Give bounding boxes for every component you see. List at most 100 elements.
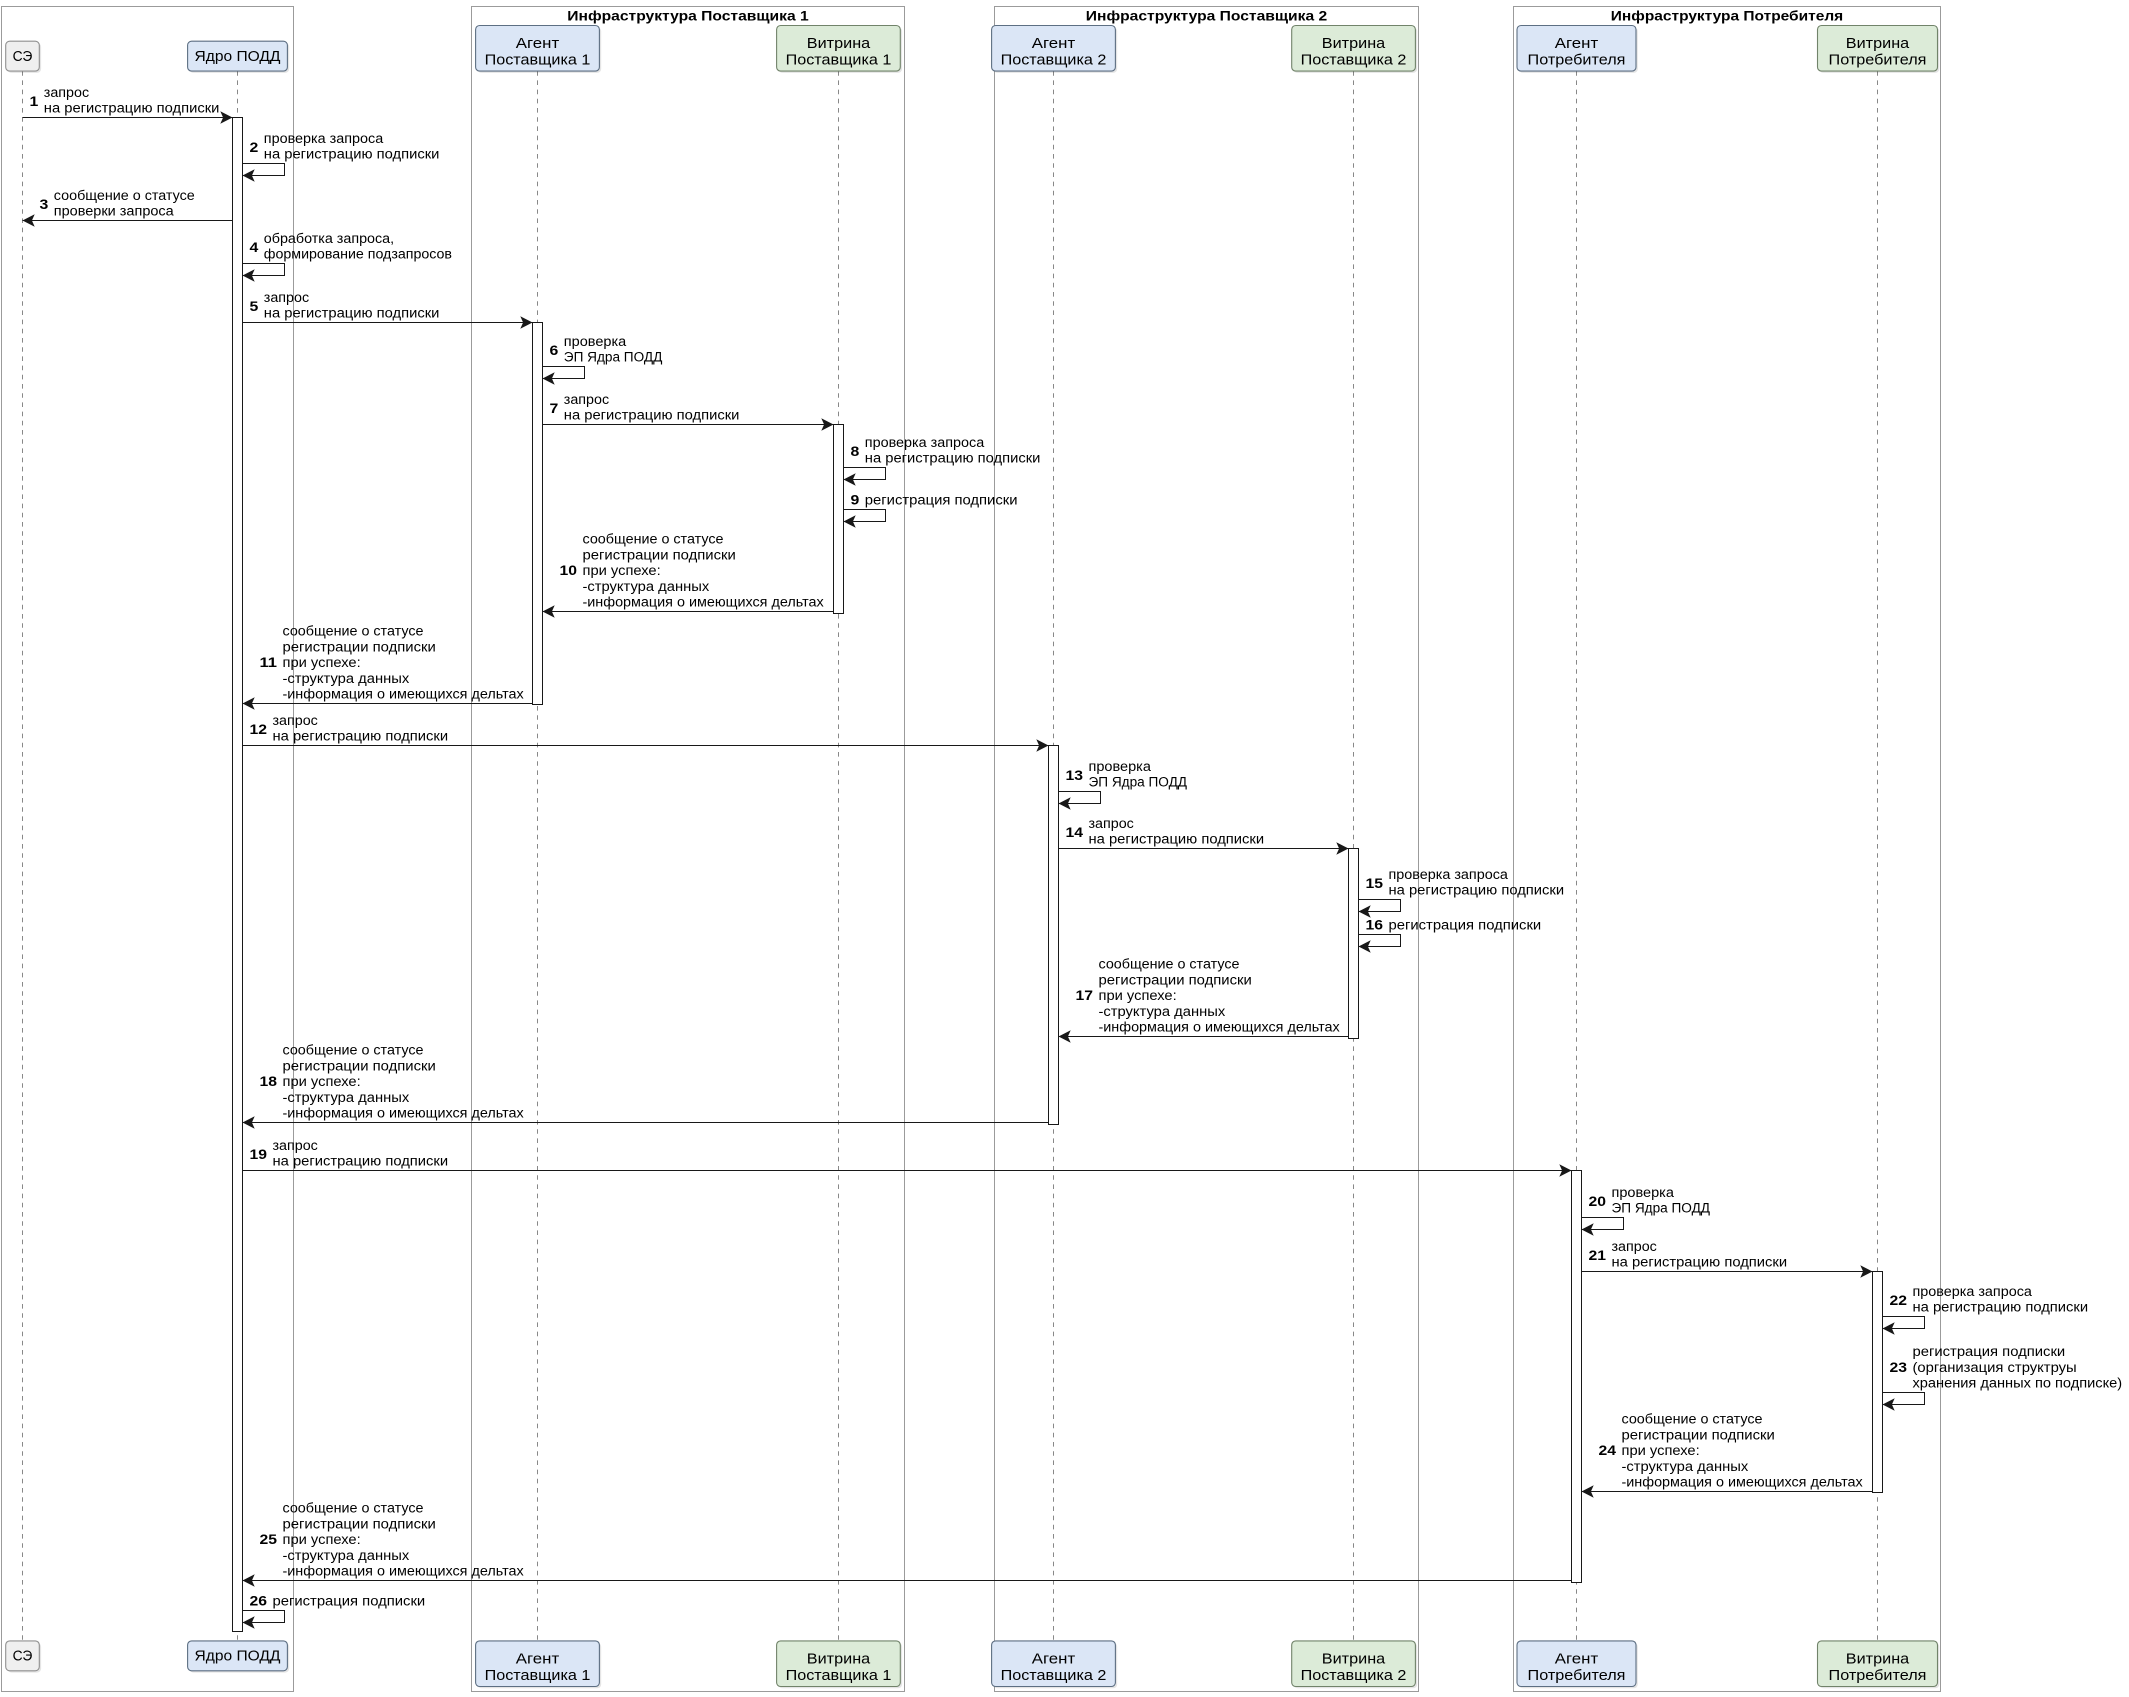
svg-text:-информация о имеющихся дельта: -информация о имеющихся дельтах [1099, 1020, 1341, 1035]
svg-text:Инфраструктура Потребителя: Инфраструктура Потребителя [1611, 7, 1843, 23]
svg-text:5: 5 [250, 299, 259, 314]
svg-text:сообщение о статусе: сообщение о статусе [583, 532, 724, 547]
svg-text:2: 2 [250, 140, 259, 155]
svg-text:СЭ: СЭ [13, 1648, 33, 1665]
svg-text:проверка: проверка [564, 334, 627, 349]
svg-text:Потребителя: Потребителя [1528, 52, 1626, 69]
svg-text:1: 1 [30, 94, 39, 109]
svg-text:Поставщика 2: Поставщика 2 [1001, 1667, 1107, 1684]
svg-text:на регистрацию подписки: на регистрацию подписки [44, 101, 220, 116]
svg-text:Витрина: Витрина [807, 35, 871, 52]
svg-text:Потребителя: Потребителя [1829, 52, 1927, 69]
svg-text:регистрации подписки: регистрации подписки [283, 1516, 436, 1531]
svg-text:Витрина: Витрина [1322, 35, 1386, 52]
svg-text:20: 20 [1589, 1194, 1607, 1209]
svg-text:18: 18 [260, 1074, 278, 1089]
svg-text:СЭ: СЭ [13, 48, 33, 65]
svg-text:Агент: Агент [1555, 35, 1599, 52]
svg-text:на регистрацию подписки: на регистрацию подписки [1913, 1300, 2089, 1315]
svg-text:Агент: Агент [516, 1650, 560, 1667]
svg-text:сообщение о статусе: сообщение о статусе [1099, 957, 1240, 972]
svg-text:на регистрацию подписки: на регистрацию подписки [1089, 832, 1265, 847]
svg-text:14: 14 [1066, 825, 1084, 840]
svg-text:21: 21 [1589, 1248, 1607, 1263]
svg-text:19: 19 [250, 1147, 268, 1162]
svg-text:-структура данных: -структура данных [1622, 1459, 1749, 1474]
svg-text:-информация о имеющихся дельта: -информация о имеющихся дельтах [283, 1564, 525, 1579]
svg-text:при успехе:: при успехе: [283, 1532, 361, 1547]
svg-text:-структура данных: -структура данных [283, 671, 410, 686]
svg-text:-информация о имеющихся дельта: -информация о имеющихся дельтах [583, 595, 825, 610]
svg-text:Агент: Агент [1555, 1650, 1599, 1667]
svg-text:Витрина: Витрина [1322, 1650, 1386, 1667]
svg-text:на регистрацию подписки: на регистрацию подписки [1389, 883, 1565, 898]
svg-text:-структура данных: -структура данных [583, 579, 710, 594]
svg-text:проверка: проверка [1089, 759, 1152, 774]
svg-text:13: 13 [1066, 768, 1084, 783]
svg-text:Поставщика 1: Поставщика 1 [485, 1667, 591, 1684]
svg-text:при успехе:: при успехе: [283, 1074, 361, 1089]
svg-text:формирование подзапросов: формирование подзапросов [264, 247, 452, 262]
svg-text:-структура данных: -структура данных [283, 1548, 410, 1563]
svg-text:Агент: Агент [516, 35, 560, 52]
svg-text:10: 10 [560, 563, 578, 578]
svg-text:запрос: запрос [273, 1138, 319, 1153]
svg-text:ЭП Ядра ПОДД: ЭП Ядра ПОДД [1612, 1201, 1711, 1216]
svg-text:Потребителя: Потребителя [1829, 1667, 1927, 1684]
svg-text:на регистрацию подписки: на регистрацию подписки [264, 147, 440, 162]
svg-text:регистрация подписки: регистрация подписки [273, 1594, 426, 1609]
svg-text:регистрация подписки: регистрация подписки [1913, 1344, 2066, 1359]
svg-text:проверка запроса: проверка запроса [1389, 867, 1509, 882]
svg-text:17: 17 [1076, 988, 1094, 1003]
svg-text:3: 3 [40, 197, 49, 212]
svg-text:-структура данных: -структура данных [1099, 1004, 1226, 1019]
svg-text:8: 8 [851, 444, 860, 459]
svg-text:6: 6 [550, 343, 559, 358]
svg-text:регистрация подписки: регистрация подписки [1389, 918, 1542, 933]
svg-text:Поставщика 2: Поставщика 2 [1001, 52, 1107, 69]
svg-text:Агент: Агент [1032, 1650, 1076, 1667]
svg-text:Поставщика 1: Поставщика 1 [786, 52, 892, 69]
svg-text:Инфраструктура Поставщика 2: Инфраструктура Поставщика 2 [1086, 7, 1328, 23]
svg-text:Ядро ПОДД: Ядро ПОДД [195, 1648, 281, 1665]
svg-text:-информация о имеющихся дельта: -информация о имеющихся дельтах [283, 1106, 525, 1121]
svg-text:ЭП Ядра ПОДД: ЭП Ядра ПОДД [564, 350, 663, 365]
svg-text:сообщение о статусе: сообщение о статусе [283, 1501, 424, 1516]
svg-text:-информация о имеющихся дельта: -информация о имеющихся дельтах [1622, 1475, 1864, 1490]
svg-text:на регистрацию подписки: на регистрацию подписки [273, 1154, 449, 1169]
svg-text:(организация структруы: (организация структруы [1913, 1360, 2077, 1375]
svg-text:регистрация подписки: регистрация подписки [865, 493, 1018, 508]
svg-text:при успехе:: при успехе: [1622, 1443, 1700, 1458]
svg-text:регистрации подписки: регистрации подписки [283, 1058, 436, 1073]
svg-text:9: 9 [851, 493, 860, 508]
svg-text:Поставщика 1: Поставщика 1 [485, 52, 591, 69]
svg-text:проверка: проверка [1612, 1185, 1675, 1200]
svg-text:на регистрацию подписки: на регистрацию подписки [564, 408, 740, 423]
svg-text:обработка запроса,: обработка запроса, [264, 231, 394, 246]
svg-text:Потребителя: Потребителя [1528, 1667, 1626, 1684]
svg-text:сообщение о статусе: сообщение о статусе [283, 1043, 424, 1058]
svg-text:проверки запроса: проверки запроса [54, 204, 174, 219]
svg-text:запрос: запрос [1612, 1239, 1658, 1254]
svg-text:при успехе:: при успехе: [1099, 988, 1177, 1003]
svg-text:на регистрацию подписки: на регистрацию подписки [865, 451, 1041, 466]
svg-text:11: 11 [260, 655, 278, 670]
svg-text:Агент: Агент [1032, 35, 1076, 52]
svg-text:на регистрацию подписки: на регистрацию подписки [1612, 1255, 1788, 1270]
svg-text:регистрации подписки: регистрации подписки [583, 547, 736, 562]
svg-text:24: 24 [1599, 1443, 1617, 1458]
svg-text:на регистрацию подписки: на регистрацию подписки [264, 306, 440, 321]
svg-text:проверка запроса: проверка запроса [1913, 1284, 2033, 1299]
svg-text:Поставщика 2: Поставщика 2 [1301, 52, 1407, 69]
svg-text:16: 16 [1366, 918, 1384, 933]
svg-text:22: 22 [1890, 1293, 1908, 1308]
svg-text:хранения данных по подписке): хранения данных по подписке) [1913, 1376, 2123, 1391]
svg-text:15: 15 [1366, 876, 1384, 891]
svg-text:запрос: запрос [44, 85, 90, 100]
svg-text:при успехе:: при успехе: [283, 655, 361, 670]
svg-text:12: 12 [250, 722, 268, 737]
svg-text:4: 4 [250, 240, 259, 255]
svg-text:Поставщика 2: Поставщика 2 [1301, 1667, 1407, 1684]
svg-text:7: 7 [550, 401, 559, 416]
svg-text:Поставщика 1: Поставщика 1 [786, 1667, 892, 1684]
